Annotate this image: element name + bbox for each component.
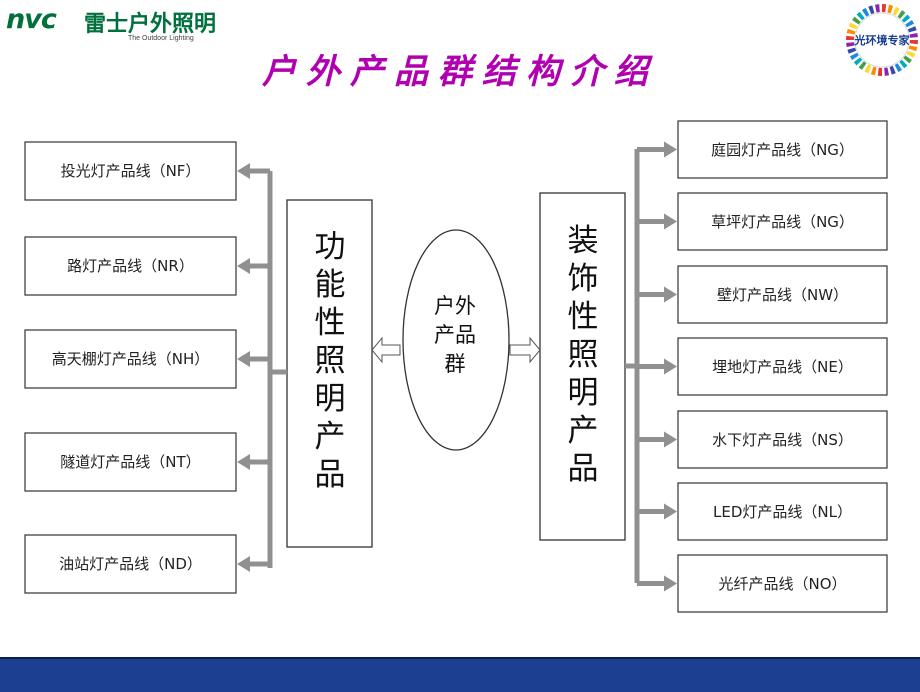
right-arrowhead bbox=[664, 503, 677, 520]
center-group-label: 户外产品群 bbox=[434, 294, 476, 376]
decorative-product-box bbox=[677, 410, 888, 469]
badge-ray bbox=[884, 67, 890, 76]
badge-ray bbox=[899, 59, 908, 69]
badge-ray bbox=[889, 65, 896, 75]
left-arrowhead bbox=[237, 454, 250, 470]
decorative-category-box bbox=[539, 192, 626, 541]
decorative-product-box bbox=[677, 337, 888, 396]
decorative-product-line-label: 庭园灯产品线（NG） bbox=[711, 140, 854, 159]
right-arrowhead bbox=[664, 358, 677, 375]
decorative-product-box bbox=[677, 554, 888, 613]
sun-badge-icon bbox=[846, 4, 918, 76]
badge-ray bbox=[847, 47, 857, 54]
badge-ray bbox=[846, 42, 855, 48]
right-arrowhead bbox=[664, 431, 677, 448]
left-arrowhead bbox=[237, 556, 250, 572]
badge-ray bbox=[909, 40, 918, 45]
badge-ray bbox=[868, 5, 875, 15]
decorative-product-line-label: 壁灯产品线（NW） bbox=[716, 285, 849, 304]
badge-ray bbox=[903, 55, 912, 64]
badge-ray bbox=[877, 67, 882, 76]
arrow-to-decorative bbox=[509, 336, 541, 364]
functional-category-label: 功能性照明产品 bbox=[314, 229, 346, 493]
badge-ray bbox=[892, 6, 900, 16]
functional-product-box bbox=[24, 236, 237, 296]
decorative-product-line-label: 草坪灯产品线（NG） bbox=[711, 212, 854, 231]
left-arrowhead bbox=[237, 163, 250, 179]
right-arrowhead bbox=[664, 286, 677, 303]
badge-ray bbox=[907, 26, 917, 33]
decorative-product-line-label: 光纤产品线（NO） bbox=[718, 574, 847, 593]
functional-product-line-label: 路灯产品线（NR） bbox=[67, 257, 194, 275]
functional-product-box bbox=[24, 141, 237, 201]
decorative-product-line-label: 水下灯产品线（NS） bbox=[712, 430, 853, 449]
badge-ray bbox=[861, 7, 870, 17]
brand-logo: nvc 雷士户外照明 The Outdoor Lighting bbox=[6, 4, 226, 48]
decorative-category-label: 装饰性照明产品 bbox=[567, 223, 599, 487]
right-arrowhead bbox=[664, 575, 677, 592]
right-arrowhead bbox=[664, 213, 677, 230]
functional-product-box bbox=[24, 534, 237, 594]
functional-product-line-label: 油站灯产品线（ND） bbox=[59, 555, 202, 573]
decorative-product-box bbox=[677, 192, 888, 251]
badge-ray bbox=[882, 4, 887, 13]
footer-bar bbox=[0, 657, 920, 692]
badge-ray bbox=[906, 50, 916, 58]
badge-ray bbox=[870, 66, 877, 76]
badge-ray bbox=[858, 61, 867, 70]
badge-rays bbox=[846, 4, 918, 76]
badge-ray bbox=[846, 35, 855, 40]
center-group-ellipse bbox=[402, 229, 510, 451]
badge-ray bbox=[874, 4, 880, 13]
arrow-to-functional bbox=[371, 336, 401, 364]
expert-badge: 光环境专家 bbox=[845, 3, 919, 77]
badge-ray bbox=[846, 28, 856, 35]
decorative-product-line-label: LED灯产品线（NL） bbox=[713, 502, 852, 521]
left-arrowhead bbox=[237, 258, 250, 274]
page-title: 户外产品群结构介绍 bbox=[262, 52, 658, 92]
badge-ray bbox=[849, 52, 859, 61]
functional-product-line-label: 高天棚灯产品线（NH） bbox=[51, 350, 210, 368]
badge-ray bbox=[901, 14, 911, 23]
logo-chinese-text: 雷士户外照明 bbox=[84, 12, 217, 37]
decorative-product-box bbox=[677, 120, 888, 179]
badge-ray bbox=[894, 63, 903, 73]
decorative-product-line-label: 埋地灯产品线（NE） bbox=[712, 357, 853, 376]
logo-english-text: The Outdoor Lighting bbox=[128, 35, 194, 42]
decorative-product-box bbox=[677, 482, 888, 541]
badge-ray bbox=[864, 64, 872, 74]
badge-ray bbox=[853, 57, 863, 66]
right-arrowhead bbox=[664, 141, 677, 158]
badge-ray bbox=[848, 22, 858, 30]
badge-ray bbox=[909, 32, 918, 38]
badge-ray bbox=[897, 10, 906, 19]
logo-brand-text: nvc bbox=[6, 4, 57, 35]
badge-ray bbox=[856, 11, 865, 21]
left-arrowhead bbox=[237, 351, 250, 367]
badge-ray bbox=[908, 45, 918, 52]
functional-product-box bbox=[24, 329, 237, 389]
badge-ray bbox=[887, 4, 894, 14]
badge-text: 光环境专家 bbox=[854, 34, 910, 47]
functional-product-line-label: 隧道灯产品线（NT） bbox=[60, 453, 201, 471]
badge-ray bbox=[905, 19, 915, 28]
functional-product-box bbox=[24, 432, 237, 492]
decorative-product-box bbox=[677, 265, 888, 324]
functional-category-box bbox=[286, 199, 373, 548]
badge-ray bbox=[852, 16, 861, 25]
functional-product-line-label: 投光灯产品线（NF） bbox=[60, 162, 201, 180]
